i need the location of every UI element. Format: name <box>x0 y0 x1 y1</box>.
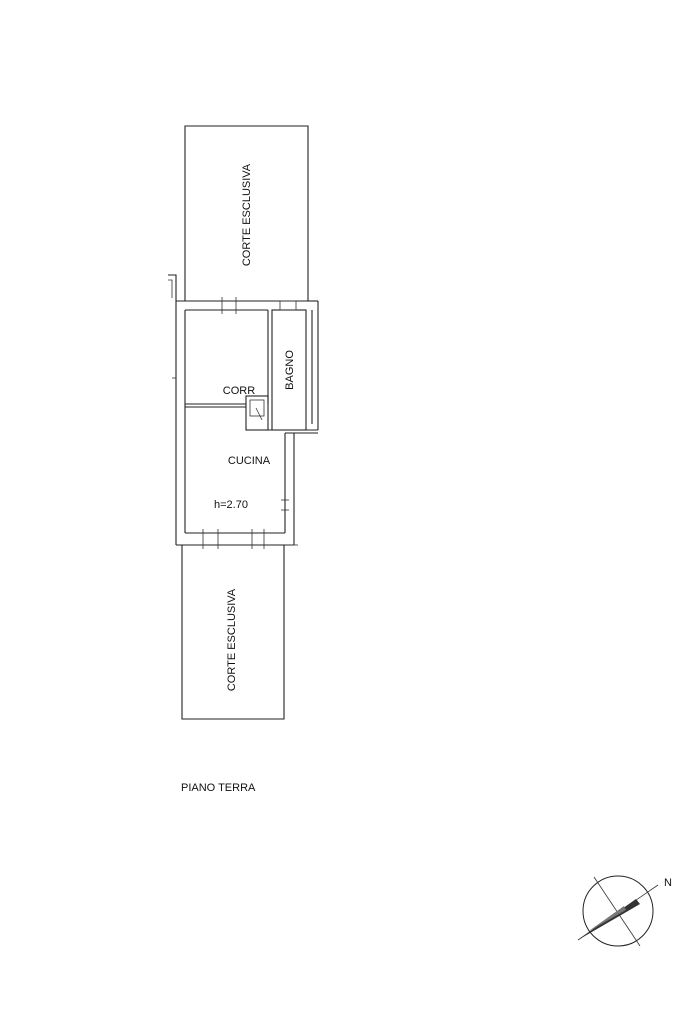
courtyard-top: CORTE ESCLUSIVA <box>184 125 309 301</box>
courtyard-bottom: CORTE ESCLUSIVA <box>181 545 285 720</box>
compass-north-label: N <box>664 877 672 889</box>
compass-icon: N <box>577 875 672 947</box>
building-walls <box>168 274 319 549</box>
courtyard-bottom-label: CORTE ESCLUSIVA <box>226 588 238 691</box>
courtyard-top-label: CORTE ESCLUSIVA <box>241 163 253 266</box>
corridor-label: CORR <box>223 385 255 397</box>
kitchen-label: CUCINA <box>228 455 271 467</box>
bathroom-label: BAGNO <box>284 350 296 390</box>
ceiling-height-label: h=2.70 <box>214 499 248 511</box>
floor-label: PIANO TERRA <box>181 782 256 794</box>
